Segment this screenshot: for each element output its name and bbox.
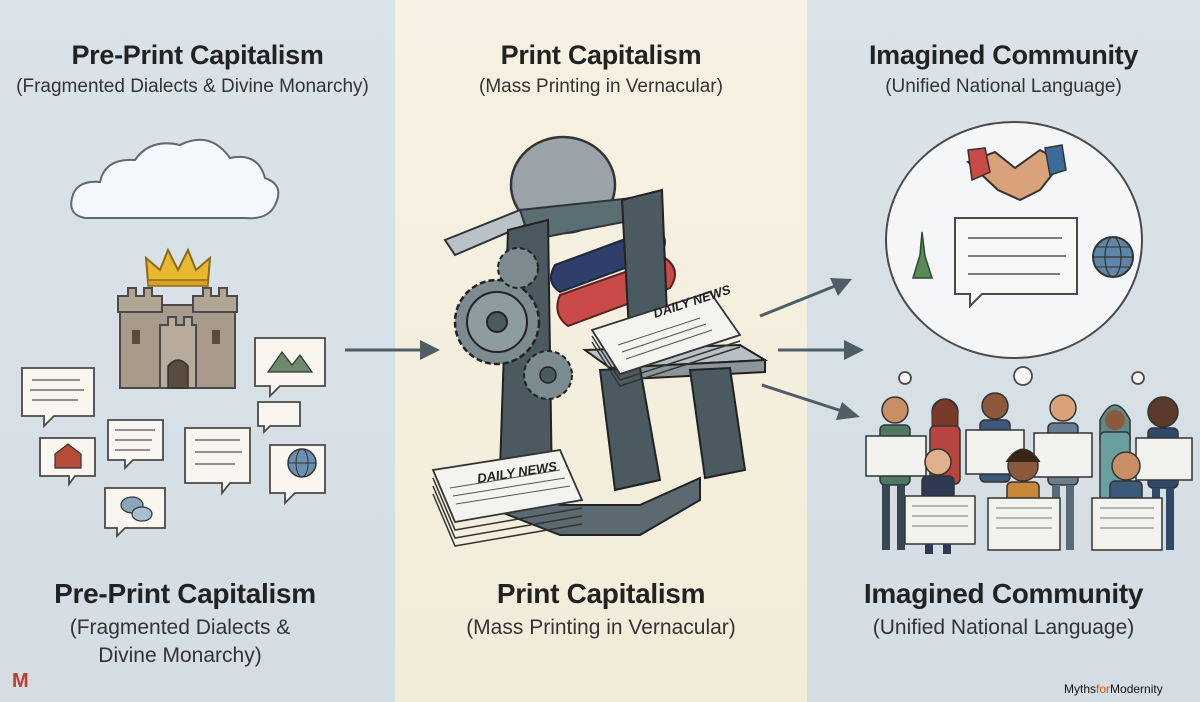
script-lines [30, 379, 242, 465]
temple-icon [54, 443, 82, 469]
speech-bubble [954, 217, 1078, 309]
column-subtitle: (Mass Printing in Vernacular) [479, 76, 723, 97]
column-title: Print Capitalism [500, 40, 702, 70]
mountain-icon [266, 350, 314, 373]
column-bottom-subtitle: (Fragmented Dialects & [69, 616, 291, 639]
column-subtitle: (Fragmented Dialects & Divine Monarchy) [16, 76, 369, 97]
dialect-bubble [21, 337, 326, 539]
column-subtitle: (Unified National Language) [885, 76, 1122, 97]
brand-label: MythsforModernity [1064, 682, 1163, 696]
arrow-icon [345, 340, 440, 360]
brand-label-part: for [1096, 682, 1111, 696]
brand-label-part: Myths [1064, 682, 1097, 696]
column-bottom-title: Pre-Print Capitalism [54, 578, 316, 609]
arrow-icon [761, 383, 860, 420]
logo-icon: M [12, 670, 29, 692]
column-bottom-subtitle: (Mass Printing in Vernacular) [466, 616, 736, 639]
arrow-icon [778, 340, 864, 360]
column-bottom-title: Imagined Community [863, 578, 1144, 609]
cloud-icon [70, 138, 280, 220]
chat-icon [120, 496, 153, 522]
reading-crowd [865, 392, 1193, 554]
castle-icon [117, 287, 238, 389]
arrow-icon [759, 278, 852, 318]
globe-icon [287, 448, 317, 478]
column-bottom-subtitle: Divine Monarchy) [98, 644, 262, 667]
handshake-icon [966, 144, 1067, 202]
column-title: Imagined Community [868, 40, 1139, 70]
monument-icon [911, 231, 934, 279]
brand-label-part: Modernity [1110, 682, 1163, 696]
column-bottom-subtitle: (Unified National Language) [872, 616, 1135, 639]
column-bottom-title: Print Capitalism [496, 578, 706, 609]
printing-press-icon [443, 135, 769, 536]
newspaper-stack [431, 449, 584, 547]
globe-icon [1092, 236, 1134, 278]
crown-icon [144, 247, 212, 287]
column-title: Pre-Print Capitalism [71, 40, 324, 70]
newspaper-stack [590, 290, 742, 387]
